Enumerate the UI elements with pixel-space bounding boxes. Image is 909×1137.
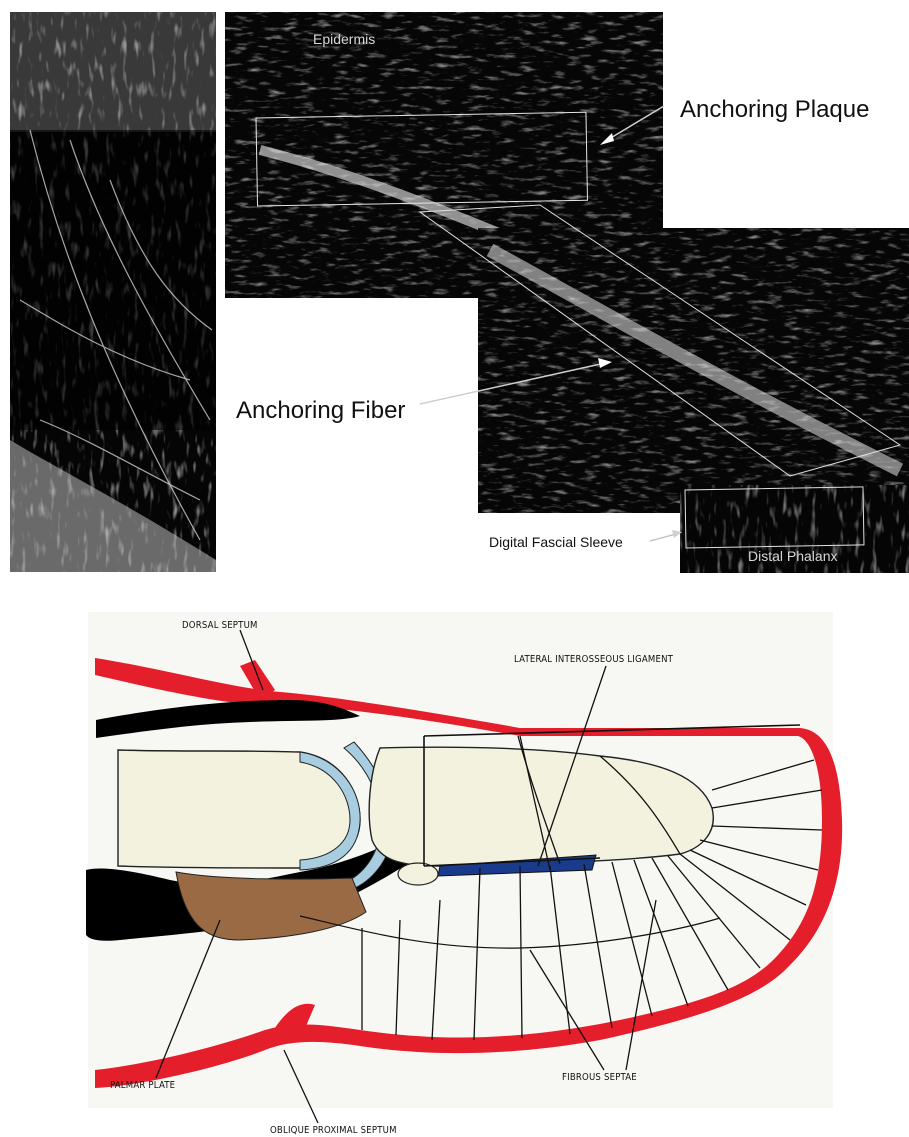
digital-fascial-sleeve-label: Digital Fascial Sleeve <box>489 534 623 550</box>
anchoring-fiber-label: Anchoring Fiber <box>236 397 405 424</box>
micrograph-panel-left <box>10 12 216 572</box>
micrograph-composite: Epidermis Distal Phalanx Anchoring Plaqu… <box>10 12 909 573</box>
fascial-sleeve-arrow <box>650 534 676 541</box>
fibrous-septae-label: FIBROUS SEPTAE <box>562 1072 637 1083</box>
oblique-proximal-septum-label: OBLIQUE PROXIMAL SEPTUM <box>270 1125 397 1136</box>
distal-phalanx-label: Distal Phalanx <box>748 548 838 564</box>
dorsal-septum-label: DORSAL SEPTUM <box>182 620 258 631</box>
anchoring-plaque-label: Anchoring Plaque <box>680 96 869 123</box>
finger-schematic: DORSAL SEPTUM LATERAL INTEROSSEOUS LIGAM… <box>86 612 842 1136</box>
epidermis-label: Epidermis <box>313 31 375 47</box>
palmar-plate-label: PALMAR PLATE <box>110 1080 175 1091</box>
micrograph-panel-lower-right <box>420 205 909 513</box>
lateral-interosseous-ligament-label: LATERAL INTEROSSEOUS LIGAMENT <box>514 654 674 665</box>
